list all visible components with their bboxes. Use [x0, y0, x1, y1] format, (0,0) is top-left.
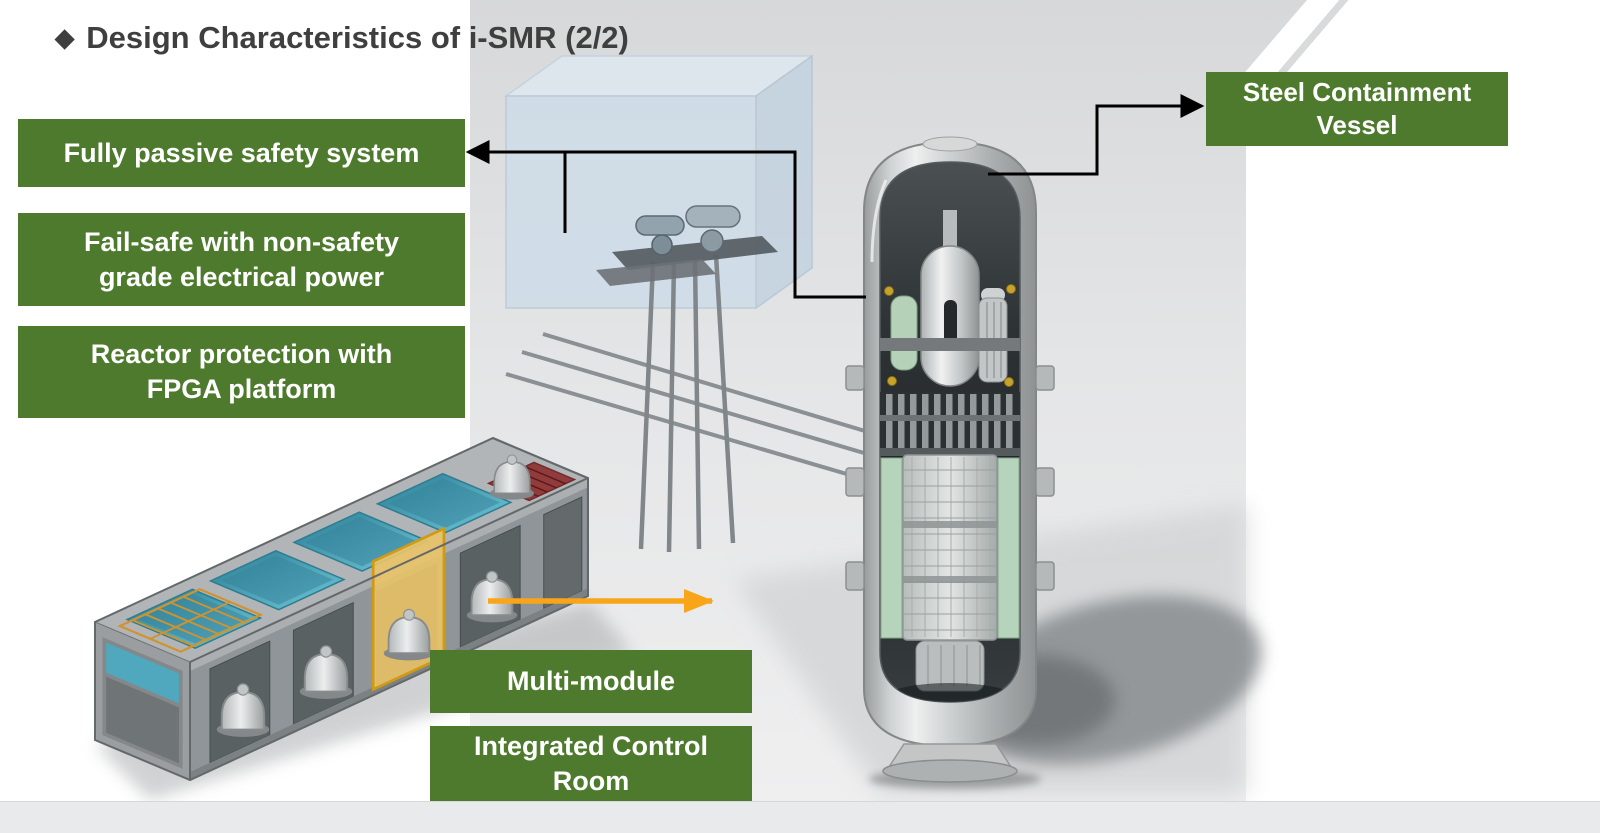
- passive-safety-equipment-illustration: [505, 205, 909, 553]
- reactor-vessel-illustration: [845, 136, 1055, 789]
- callout-integrated-control-room: Integrated Control Room: [430, 726, 752, 801]
- slide-title: ◆ Design Characteristics of i-SMR (2/2): [55, 20, 629, 56]
- callout-multi-module: Multi-module: [430, 650, 752, 713]
- title-text: Design Characteristics of i-SMR (2/2): [86, 20, 629, 55]
- orange-rack-illustration: [117, 587, 264, 653]
- vessel-internals-illustration: [880, 210, 1020, 702]
- connectors: [465, 94, 1205, 613]
- callout-passive-safety: Fully passive safety system: [18, 119, 465, 187]
- callout-fail-safe: Fail-safe with non-safety grade electric…: [18, 213, 465, 306]
- multi-module-building-illustration: [93, 436, 589, 782]
- connector-containment: [988, 94, 1205, 176]
- connector-passive-safety: [465, 140, 866, 299]
- callout-reactor-protection: Reactor protection with FPGA platform: [18, 326, 465, 418]
- bottom-strip: [0, 801, 1600, 833]
- callout-steel-containment: Steel Containment Vessel: [1206, 72, 1508, 146]
- title-bullet-icon: ◆: [55, 23, 75, 52]
